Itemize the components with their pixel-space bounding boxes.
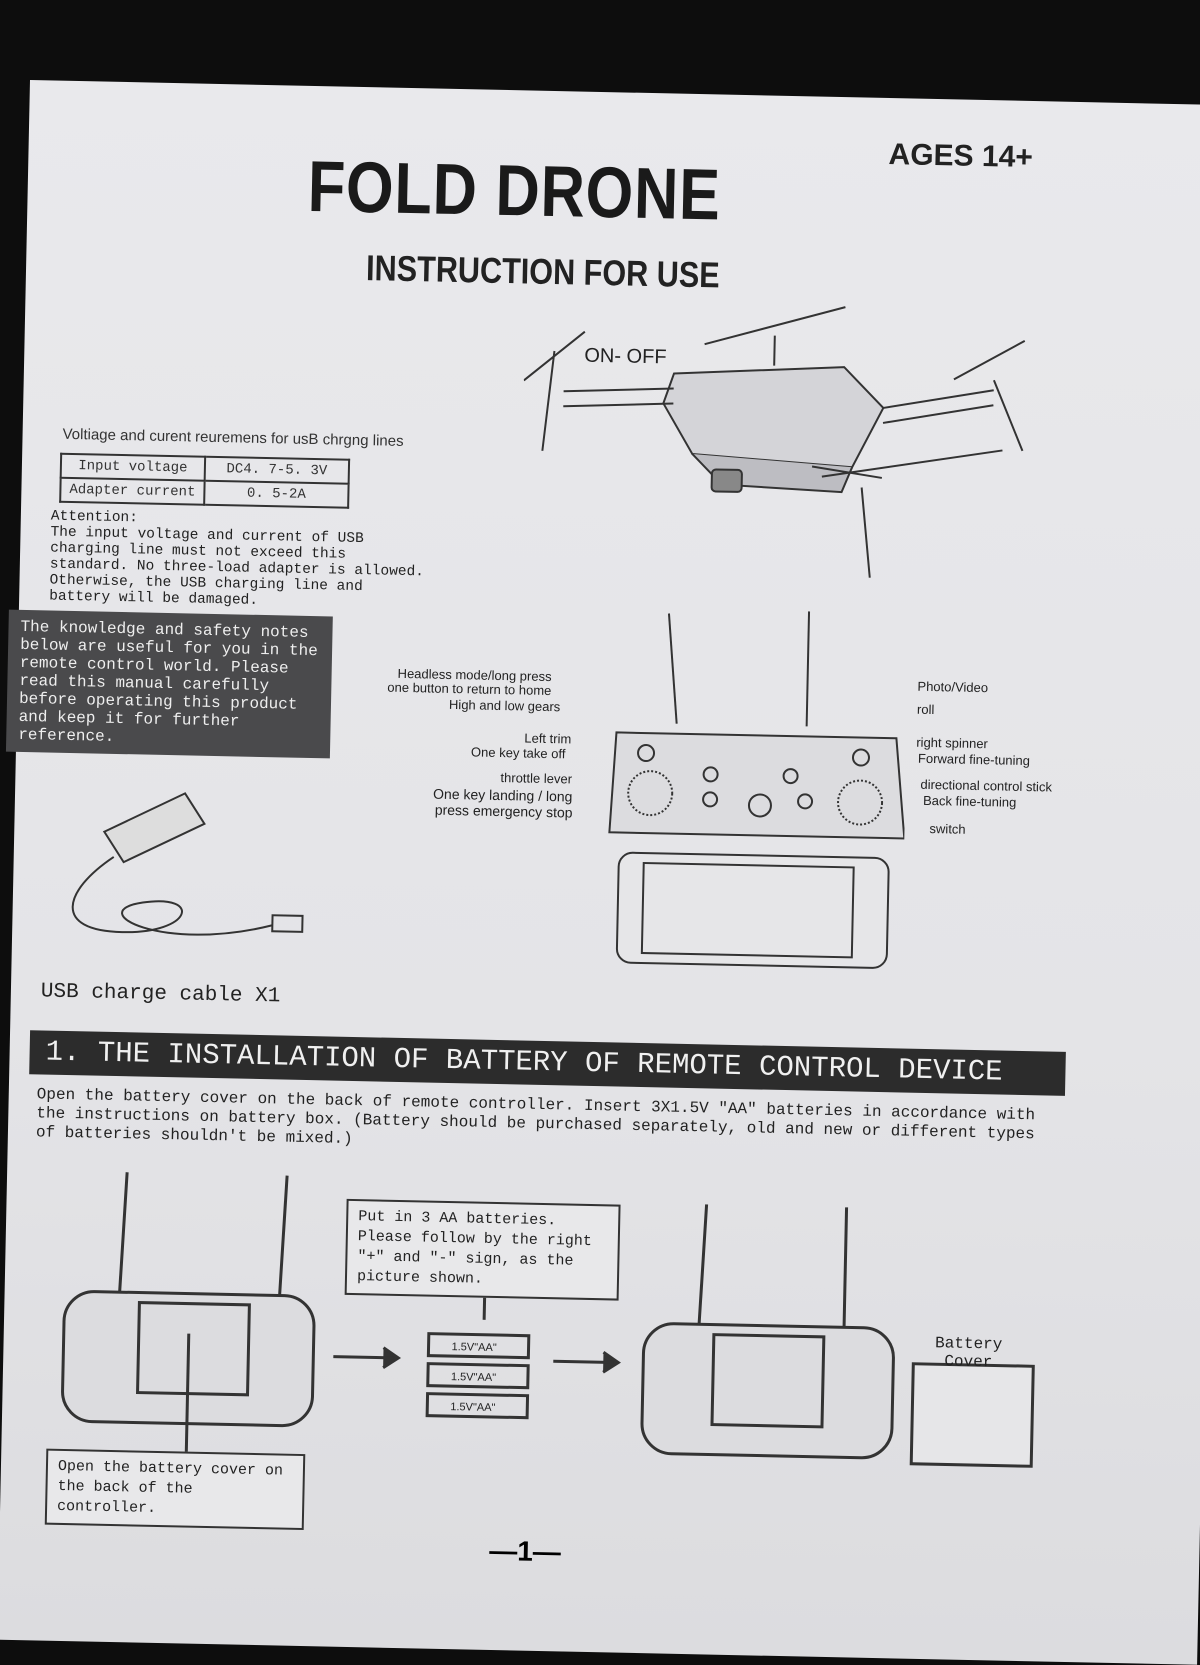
cover-callout: Open the battery cover on the back of th… bbox=[44, 1448, 306, 1531]
section-text: Open the battery cover on the back of re… bbox=[35, 1085, 1036, 1148]
instruction-sheet: AGES 14+ FOLD DRONE INSTRUCTION FOR USE … bbox=[0, 80, 1200, 1665]
label-forward-tuning: Forward fine-tuning bbox=[917, 750, 1031, 769]
battery-label: 1.5V"AA" bbox=[451, 1371, 496, 1384]
section-heading: 1. THE INSTALLATION OF BATTERY OF REMOTE… bbox=[29, 1030, 1066, 1096]
battery-installation-diagram: 1.5V"AA" 1.5V"AA" 1.5V"AA" bbox=[61, 1172, 1035, 1468]
spec-value: DC4. 7-5. 3V bbox=[204, 456, 350, 484]
label-return-home: one button to return to home bbox=[387, 679, 552, 699]
label-roll: roll bbox=[916, 701, 935, 718]
page-number: —1— bbox=[488, 1534, 562, 1568]
label-takeoff: One key take off bbox=[470, 744, 566, 762]
label-right-spinner: right spinner bbox=[916, 734, 989, 752]
label-photo-video: Photo/Video bbox=[917, 678, 989, 696]
battery-label: 1.5V"AA" bbox=[451, 1341, 496, 1354]
page-subtitle: INSTRUCTION FOR USE bbox=[365, 247, 721, 296]
spec-value: 0. 5-2A bbox=[204, 480, 349, 508]
attention-text: The input voltage and current of USB cha… bbox=[49, 524, 425, 609]
usb-cable-illustration bbox=[71, 792, 304, 936]
label-left-trim: Left trim bbox=[524, 730, 572, 747]
label-direction-stick: directional control stick bbox=[920, 776, 1053, 795]
safety-note: The knowledge and safety notes below are… bbox=[5, 609, 333, 759]
battery-label: 1.5V"AA" bbox=[450, 1401, 495, 1414]
spec-label: Input voltage bbox=[60, 453, 206, 481]
usb-cable-label: USB charge cable X1 bbox=[40, 980, 281, 1009]
attention-title: Attention: bbox=[50, 508, 139, 527]
battery-cover-label: Battery Cover bbox=[934, 1334, 1003, 1372]
spec-label: Adapter current bbox=[60, 477, 205, 505]
label-back-tuning: Back fine-tuning bbox=[922, 792, 1017, 810]
age-rating: AGES 14+ bbox=[888, 138, 1034, 175]
power-label: ON- OFF bbox=[584, 345, 667, 369]
charging-heading: Voltiage and curent reuremens for usB ch… bbox=[62, 425, 404, 450]
drone-illustration: ON- OFF bbox=[523, 306, 1026, 578]
label-throttle: throttle lever bbox=[500, 770, 573, 787]
label-gears: High and low gears bbox=[448, 696, 561, 715]
batteries-callout: Put in 3 AA batteries. Please follow by … bbox=[344, 1198, 621, 1301]
page-title: FOLD DRONE bbox=[306, 146, 722, 236]
label-switch: switch bbox=[929, 821, 966, 837]
remote-controller-illustration bbox=[608, 611, 906, 969]
label-emergency-stop: press emergency stop bbox=[434, 801, 573, 821]
